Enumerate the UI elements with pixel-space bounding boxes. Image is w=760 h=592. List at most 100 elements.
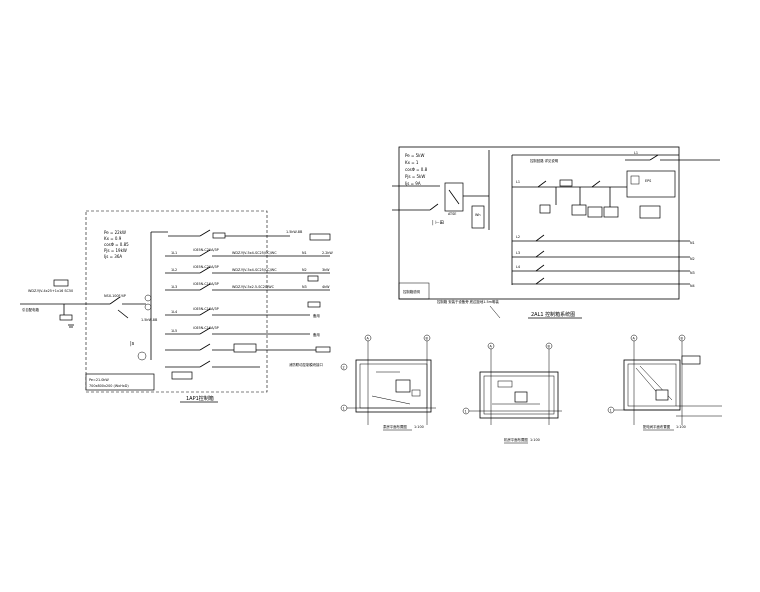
circuit-load: 3kW	[322, 268, 330, 272]
panel-enclosure	[85, 210, 268, 393]
circuit-breaker-label: iC65N-C20A/3P	[193, 265, 219, 269]
outgoing-circuit: L3 N2	[512, 250, 695, 261]
panel-title: 1AP1控制箱	[186, 395, 214, 402]
bottom-note: 700x800x200 (WxHxD)	[89, 384, 129, 388]
circuit-id: 1L4	[171, 310, 177, 314]
incoming-cable-label: WDZ-YJV-4x25+1x16 SC50	[28, 289, 73, 293]
circuit-id: 1L5	[171, 329, 177, 333]
footnote: 控制箱 安装于设备旁 底边距地1.5m明装	[437, 299, 499, 304]
svg-text:1: 1	[465, 410, 467, 414]
meter-icon	[137, 351, 147, 361]
param-line: Pjs = 5kW	[405, 174, 425, 179]
meter-box	[171, 371, 193, 380]
load-tag	[309, 233, 331, 241]
circuit-cable-label: WDZ-YJV-5x4-SC25/CC/WC	[232, 268, 277, 272]
earth-mark: | ⊢⊞	[432, 220, 444, 226]
circuit-row: 1L3 iC65N-C16A/3P WDZ-YJV-5x2.5-SC20/WC …	[165, 282, 330, 291]
box-note: 控制箱说明	[403, 289, 421, 294]
param-line: Pe = 5kW	[405, 153, 424, 158]
end-label: N4	[690, 284, 695, 288]
outgoing-circuit: L2 N1	[512, 234, 695, 245]
circuit-cable-label: WDZ-YJV-5x4-SC25/CC/WC	[232, 251, 277, 255]
param-line: Ijs = 9A	[405, 181, 421, 186]
panel-summary-box	[85, 373, 155, 391]
line-label: L2	[516, 235, 520, 239]
top-branch-label: 1.5kW-8B	[286, 230, 303, 234]
bottom-note: Pe=21.0kW	[89, 378, 109, 382]
circuit-row: 1L5 iC65N-C16A/3P 备用	[165, 326, 320, 337]
plan-title: 配电间平面布置图	[643, 424, 671, 429]
plan-scale: 1:100	[676, 425, 686, 429]
svg-text:B: B	[681, 337, 684, 341]
earth-mark: |s	[130, 341, 135, 347]
current-transformer-icon	[144, 294, 152, 302]
relay-box	[639, 205, 661, 219]
param-line: cosΦ = 0.85	[104, 242, 129, 247]
plan-title: 机房平面布置图	[504, 437, 528, 442]
room-outline	[479, 371, 559, 419]
circuit-load: 备用	[313, 313, 320, 318]
equipment-block	[395, 379, 411, 393]
right-panel-frame	[398, 146, 680, 300]
param-line: cosΦ = 0.8	[405, 167, 428, 172]
header-note: 控制回路 详见说明	[530, 158, 559, 163]
circuit-number: N3	[302, 285, 307, 289]
param-line: Pe = 22kW	[104, 230, 126, 235]
param-line: Pjs = 19kW	[104, 248, 127, 253]
floor-plan-1: A B 1 2 泵房平面布置图 1:100	[340, 334, 436, 431]
incoming-tag	[53, 279, 69, 287]
svg-text:EPS: EPS	[645, 179, 651, 183]
circuit-load: 备用	[313, 332, 320, 337]
circuit-breaker-label: iC65N-C16A/3P	[193, 282, 219, 286]
svg-text:1: 1	[343, 407, 345, 411]
control-module-box	[233, 343, 257, 353]
end-label: N2	[690, 257, 695, 261]
diagram-title: 2AL1 控制箱系统图	[531, 311, 575, 318]
circuit-breaker-label: iC65N-C16A/3P	[193, 307, 219, 311]
floor-plan-2: A B 1 机房平面布置图 1:100	[462, 342, 562, 444]
extra-note: 消防联动控制模块接口	[289, 362, 323, 367]
plan-title: 泵房平面布置图	[383, 424, 407, 429]
main-switch-label: NSX-100F/4P	[104, 294, 126, 298]
contactor-icon	[212, 232, 226, 239]
circuit-breaker-label: iC65N-C20A/3P	[193, 248, 219, 252]
ground-box	[59, 314, 73, 321]
circuit-load: 4kW	[322, 285, 330, 289]
svg-text:2: 2	[343, 366, 345, 370]
svg-text:1: 1	[610, 409, 612, 413]
outgoing-circuit: N4	[512, 277, 695, 288]
end-label: N3	[690, 271, 695, 275]
end-label: N1	[690, 241, 695, 245]
line-label: L3	[516, 251, 520, 255]
param-line: Ijs = 36A	[104, 254, 122, 259]
circuit-breaker-label: iC65N-C16A/3P	[193, 326, 219, 330]
svg-text:B: B	[426, 337, 429, 341]
grid-bubble	[340, 363, 348, 371]
meter-box	[471, 205, 485, 229]
svg-text:A: A	[633, 337, 636, 341]
svg-text:A: A	[490, 345, 493, 349]
circuit-load: 2.2kW	[322, 251, 333, 255]
circuit-cable-label: WDZ-YJV-5x2.5-SC20/WC	[232, 285, 275, 289]
main-switch-blade	[109, 296, 121, 305]
meter-label: Wh	[475, 213, 481, 217]
svg-text:L1: L1	[634, 151, 638, 155]
circuit-id: 1L3	[171, 285, 177, 289]
line-label: L1	[516, 180, 520, 184]
circuit-number: N1	[302, 251, 307, 255]
circuit-row: 1L2 iC65N-C20A/3P WDZ-YJV-5x4-SC25/CC/WC…	[165, 265, 330, 274]
svg-text:A: A	[367, 337, 370, 341]
param-line: Kx = 0.9	[104, 236, 122, 241]
right-control-panel-diagram: 控制箱说明 Pe = 5kW Kx = 1 cosΦ = 0.8 Pjs = 5…	[392, 146, 720, 319]
room-outline	[623, 359, 681, 411]
circuit-number: N2	[302, 268, 307, 272]
line-label: L4	[516, 265, 520, 269]
svg-text:B: B	[548, 345, 551, 349]
equipment-block	[655, 389, 669, 401]
room-outline	[355, 359, 432, 413]
plan-scale: 1:100	[414, 425, 424, 429]
circuit-row: 1L1 iC65N-C20A/3P WDZ-YJV-5x4-SC25/CC/WC…	[165, 248, 333, 257]
ats-tag: ATSE	[448, 212, 456, 216]
plan-scale: 1:100	[530, 438, 540, 442]
circuit-row: 1L4 iC65N-C16A/3P 备用	[165, 307, 320, 318]
